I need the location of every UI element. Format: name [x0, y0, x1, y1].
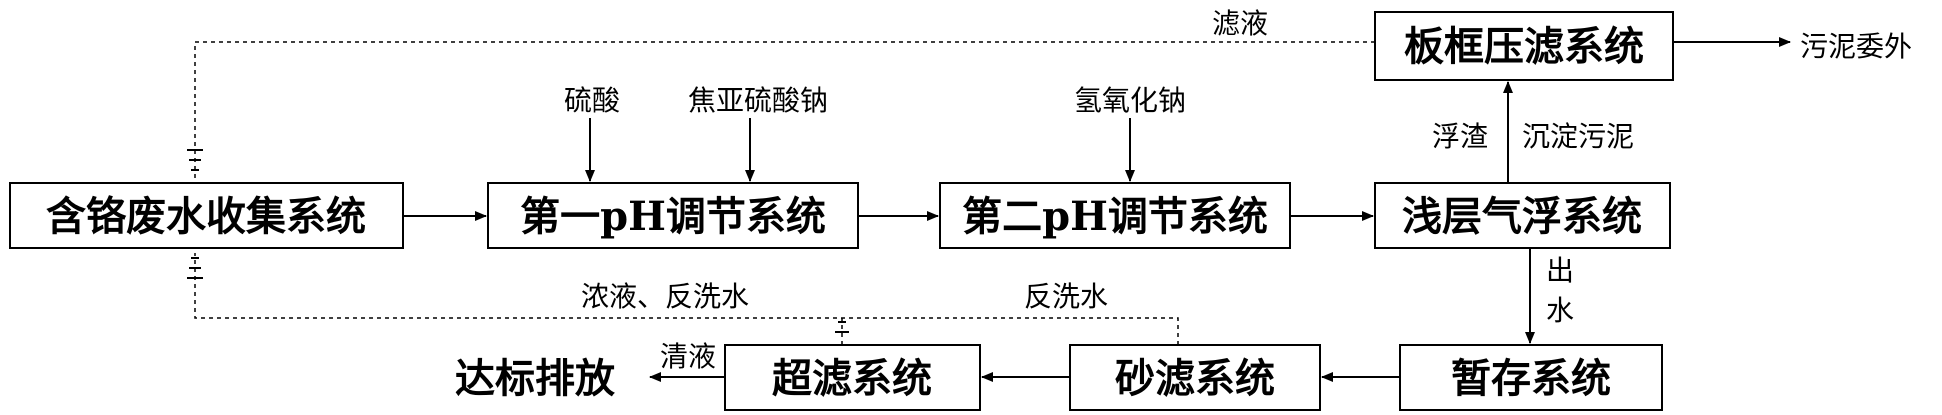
label-backwash: 反洗水 [1024, 280, 1108, 313]
dashed-arrowhead-top [187, 149, 203, 171]
label-sulfuric-acid: 硫酸 [564, 84, 620, 117]
label-filtrate: 滤液 [1212, 7, 1268, 40]
node-label: 第一pH调节系统 [520, 193, 826, 240]
edge-filtrate-return [194, 41, 1375, 178]
dashed-arrowhead-uf [835, 321, 849, 333]
label-scum: 浮渣 [1432, 120, 1488, 153]
label-concentrate-backwash: 浓液、反洗水 [581, 280, 749, 313]
label-clear-liquid: 清液 [660, 340, 716, 373]
node-label: 第二pH调节系统 [962, 193, 1268, 240]
node-shallow-air-flotation: 浅层气浮系统 [1374, 182, 1671, 249]
node-plate-frame-filter-press: 板框压滤系统 [1374, 11, 1674, 81]
label-sodium-hydroxide: 氢氧化钠 [1074, 84, 1186, 117]
node-first-ph-adjustment: 第一pH调节系统 [487, 182, 859, 249]
label-compliant-discharge: 达标排放 [455, 355, 615, 402]
label-outlet-water-1: 出 [1546, 254, 1574, 287]
label-settled-sludge: 沉淀污泥 [1522, 120, 1634, 153]
node-second-ph-adjustment: 第二pH调节系统 [939, 182, 1291, 249]
edge-backwash-return [194, 253, 1179, 345]
node-label: 含铬废水收集系统 [46, 193, 366, 240]
node-chromium-wastewater-collection: 含铬废水收集系统 [9, 182, 404, 249]
label-sludge-outsourced: 污泥委外 [1800, 30, 1912, 63]
node-sand-filtration: 砂滤系统 [1069, 344, 1321, 411]
node-label: 浅层气浮系统 [1402, 193, 1642, 240]
node-ultrafiltration: 超滤系统 [724, 344, 981, 411]
node-label: 暂存系统 [1451, 355, 1611, 402]
node-label: 超滤系统 [772, 355, 932, 402]
label-outlet-water-2: 水 [1546, 294, 1574, 327]
node-label: 砂滤系统 [1115, 355, 1275, 402]
node-temporary-storage: 暂存系统 [1399, 344, 1663, 411]
node-label: 板框压滤系统 [1404, 23, 1644, 70]
dashed-arrowhead-bottom [187, 257, 203, 279]
label-sodium-metabisulfite: 焦亚硫酸钠 [688, 84, 828, 117]
